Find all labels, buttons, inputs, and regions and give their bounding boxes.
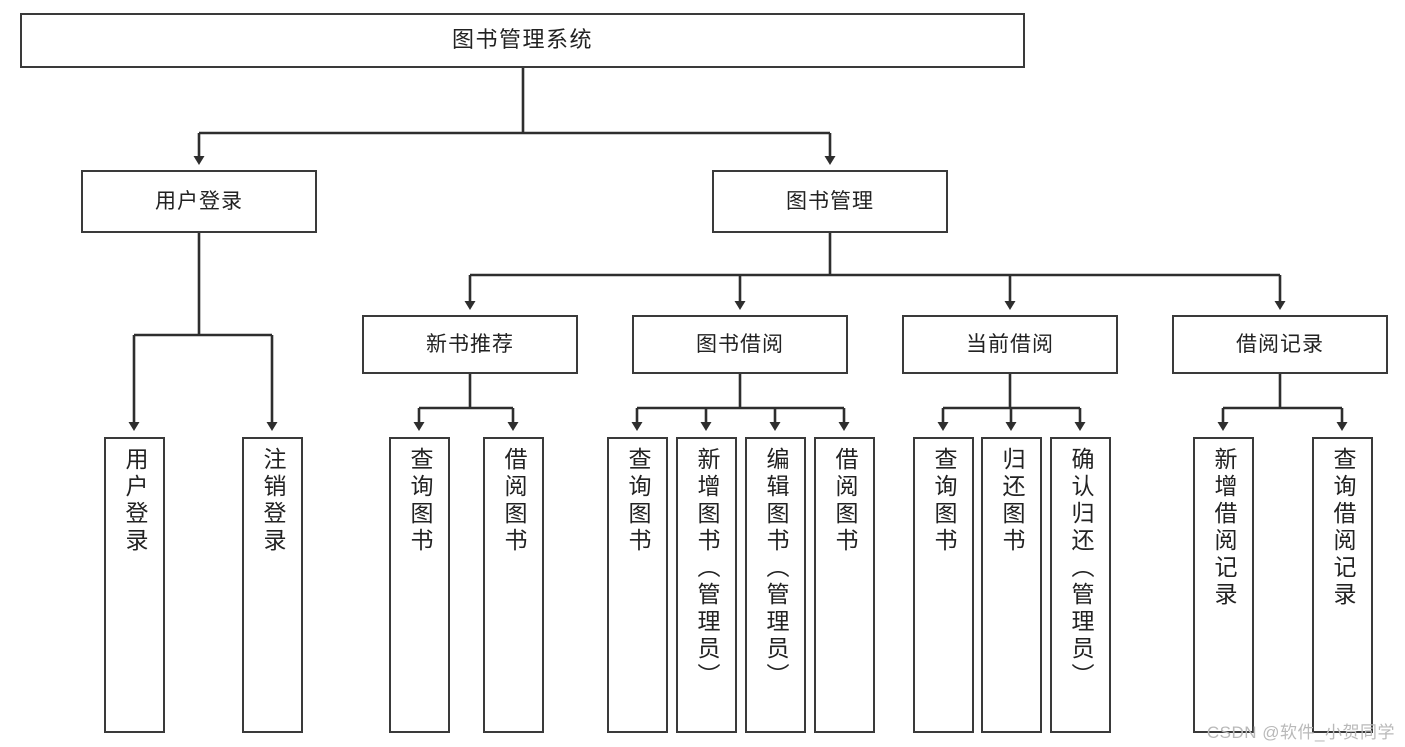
leaf-user-login[interactable]: 用户登录 [104,437,165,733]
node-label: 借阅图书 [501,447,527,555]
node-label: 查询图书 [931,447,957,555]
node-label: 用户登录 [155,189,243,213]
node-borrow-records[interactable]: 借阅记录 [1172,315,1388,374]
leaf-query-borrow-record[interactable]: 查询借阅记录 [1312,437,1373,733]
node-book-management[interactable]: 图书管理 [712,170,948,233]
node-label: 查询图书 [625,447,651,555]
node-label: 确认归还（管理员） [1068,447,1094,690]
node-user-login[interactable]: 用户登录 [81,170,317,233]
node-label: 新增图书（管理员） [694,447,720,690]
leaf-confirm-return-admin[interactable]: 确认归还（管理员） [1050,437,1111,733]
node-label: 图书管理系统 [451,27,593,53]
leaf-query-book-recommend[interactable]: 查询图书 [389,437,450,733]
node-label: 新增借阅记录 [1211,447,1237,609]
node-label: 新书推荐 [426,332,514,356]
leaf-borrow-book[interactable]: 借阅图书 [814,437,875,733]
node-label: 查询图书 [407,447,433,555]
node-current-borrow[interactable]: 当前借阅 [902,315,1118,374]
node-root-system[interactable]: 图书管理系统 [20,13,1025,68]
node-label: 注销登录 [260,447,286,555]
leaf-add-book-admin[interactable]: 新增图书（管理员） [676,437,737,733]
node-label: 用户登录 [122,447,148,555]
leaf-borrow-book-recommend[interactable]: 借阅图书 [483,437,544,733]
node-label: 借阅图书 [832,447,858,555]
node-new-book-recommend[interactable]: 新书推荐 [362,315,578,374]
leaf-edit-book-admin[interactable]: 编辑图书（管理员） [745,437,806,733]
node-label: 图书管理 [786,189,874,213]
node-label: 编辑图书（管理员） [763,447,789,690]
leaf-query-book-current[interactable]: 查询图书 [913,437,974,733]
leaf-query-book-borrow[interactable]: 查询图书 [607,437,668,733]
leaf-return-book[interactable]: 归还图书 [981,437,1042,733]
leaf-add-borrow-record[interactable]: 新增借阅记录 [1193,437,1254,733]
node-label: 图书借阅 [696,332,784,356]
node-label: 当前借阅 [966,332,1054,356]
node-label: 归还图书 [999,447,1025,555]
node-book-borrow[interactable]: 图书借阅 [632,315,848,374]
watermark-text: CSDN @软件_小贺同学 [1206,723,1395,742]
leaf-logout[interactable]: 注销登录 [242,437,303,733]
node-label: 查询借阅记录 [1330,447,1356,609]
node-label: 借阅记录 [1236,332,1324,356]
